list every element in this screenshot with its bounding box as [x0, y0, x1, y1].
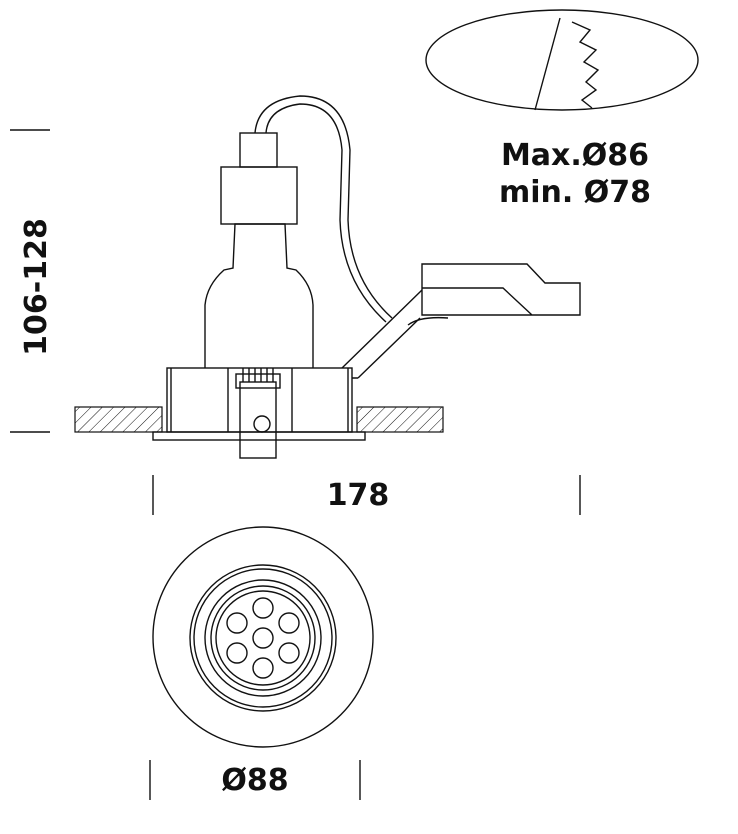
- led: [278, 612, 300, 634]
- led: [278, 642, 300, 664]
- ceiling-left: [74, 406, 163, 433]
- width-dimension: 178: [152, 475, 581, 515]
- led: [226, 612, 248, 634]
- driver-bracket: [421, 263, 581, 316]
- flange: [152, 431, 366, 441]
- cutout-ellipse: [425, 9, 699, 111]
- lamp-holder: [220, 166, 298, 225]
- diameter-label: Ø88: [221, 763, 288, 798]
- led: [226, 642, 248, 664]
- lamp-cap: [239, 132, 278, 168]
- led-array: [226, 597, 300, 679]
- led: [252, 657, 274, 679]
- cutout-min-label: min. Ø78: [499, 175, 651, 210]
- cutout-max-label: Max.Ø86: [501, 138, 649, 173]
- trim-ring: [152, 526, 374, 748]
- cutout-detail: Max.Ø86 min. Ø78: [425, 9, 699, 210]
- diameter-dimension: Ø88: [149, 760, 361, 800]
- screw-icon: [253, 415, 271, 433]
- height-range-label: 106-128: [19, 218, 54, 356]
- width-label: 178: [327, 478, 390, 513]
- front-view: [152, 526, 374, 748]
- ceiling-right: [356, 406, 444, 433]
- saw-edge-icon: [534, 17, 600, 111]
- spring-arm: [341, 289, 423, 379]
- side-view: [74, 95, 581, 459]
- housing: [166, 367, 353, 433]
- led: [252, 627, 274, 649]
- height-dimension: 106-128: [10, 129, 54, 433]
- led: [252, 597, 274, 619]
- cable: [254, 95, 393, 319]
- lamp-body: [204, 223, 314, 368]
- spring-clip: [235, 368, 281, 459]
